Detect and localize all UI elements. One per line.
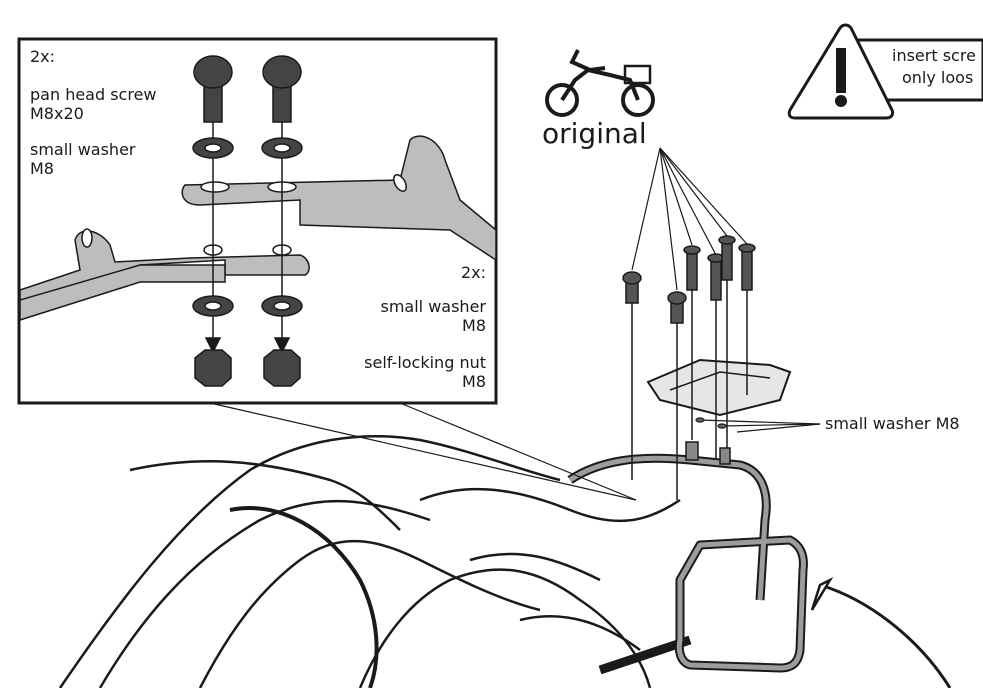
- small-washer-callout: small washer M8: [825, 414, 960, 433]
- inset-pointer: [209, 402, 637, 501]
- bottom-washer-size: M8: [462, 316, 486, 335]
- washer-leader-lines: [695, 417, 821, 433]
- inset-brackets: [19, 135, 497, 322]
- original-leader-lines: [631, 147, 748, 291]
- bottom-quantity: 2x:: [460, 263, 486, 282]
- warning-line-2: only loos: [902, 68, 974, 87]
- pan-head-screw-label: pan head screw: [30, 85, 157, 104]
- small-washer-label: small washer: [30, 140, 136, 159]
- motorcycle-outline: [58, 435, 952, 688]
- warning-line-1: insert scre: [892, 46, 976, 65]
- self-locking-nut-label: self-locking nut: [364, 353, 486, 372]
- top-plate: [646, 358, 792, 417]
- warning-icon: [787, 23, 983, 120]
- pan-head-screw-size: M8x20: [30, 104, 84, 123]
- small-washer-size: M8: [30, 159, 54, 178]
- original-bike-icon: [545, 49, 655, 117]
- top-quantity: 2x:: [30, 47, 56, 66]
- inset-fasteners: [192, 55, 303, 387]
- bottom-washer-label: small washer: [380, 297, 487, 316]
- rack-screws: [622, 235, 756, 500]
- original-label: original: [542, 117, 647, 150]
- self-locking-nut-size: M8: [462, 372, 486, 391]
